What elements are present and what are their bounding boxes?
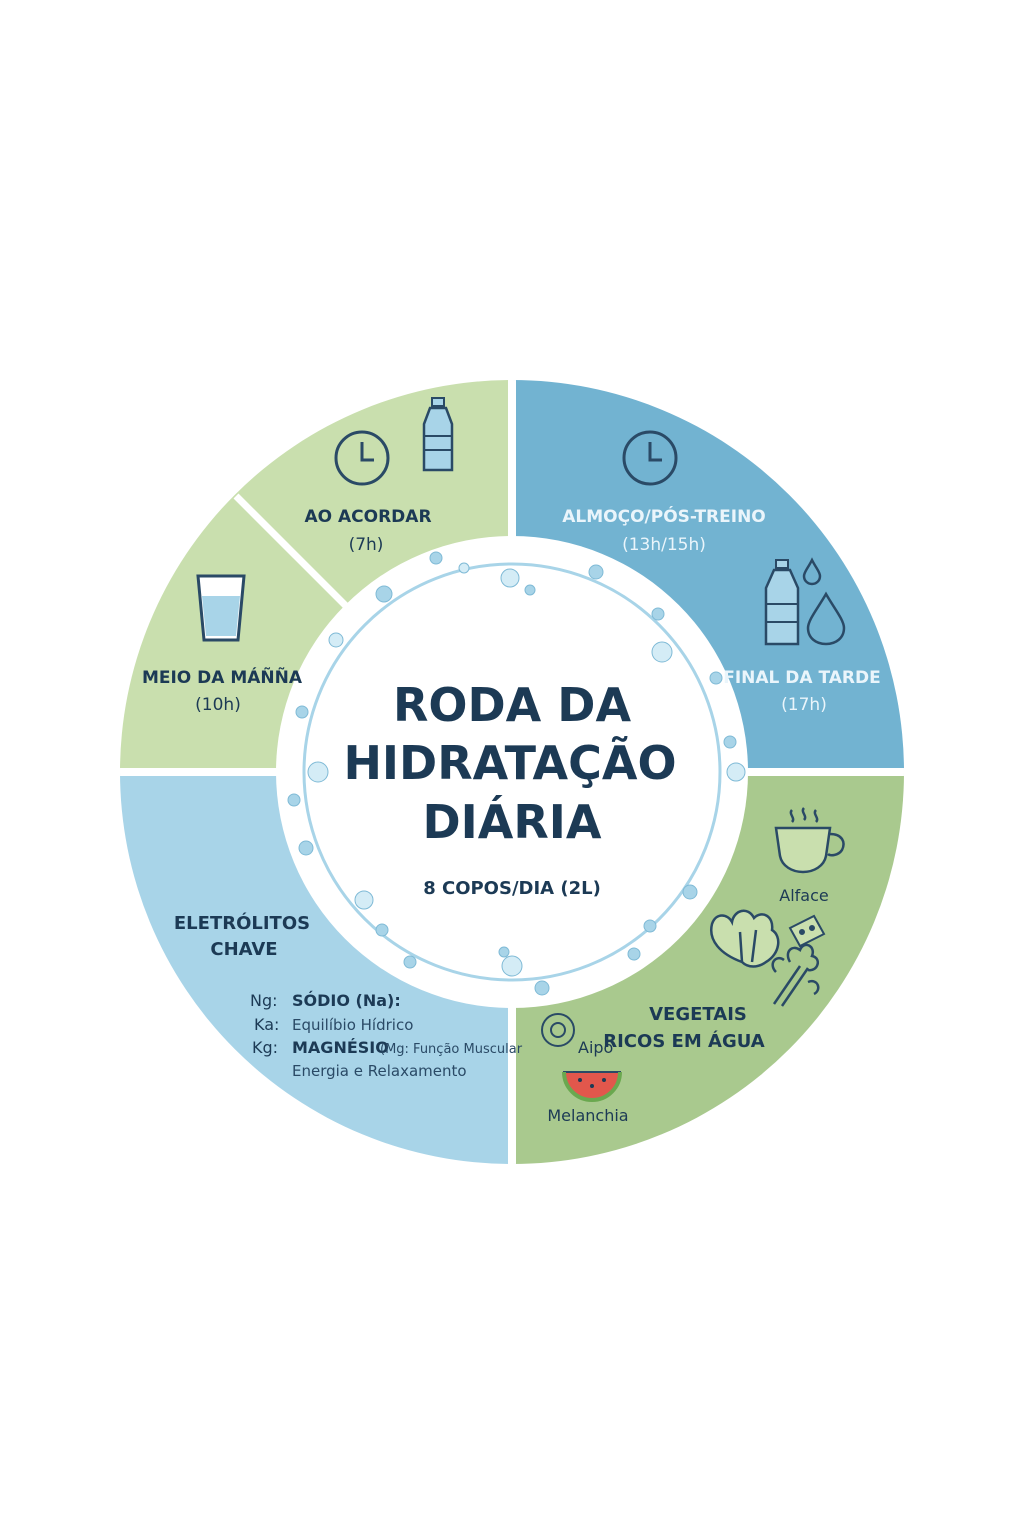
- center-ring: [302, 562, 722, 982]
- water-drop-icon: [802, 557, 846, 646]
- vegetais-label-2: RICOS EM ÁGUA: [603, 1030, 765, 1052]
- clock-icon: [334, 430, 390, 486]
- final-da-tarde-time: (17h): [781, 695, 827, 715]
- electrolyte-symbol: Ka:: [254, 1015, 279, 1034]
- electrolyte-name: MAGNÉSIO: [292, 1038, 389, 1057]
- cucumber-slice-icon: [541, 1013, 575, 1047]
- electrolyte-name: SÓDIO (Na):: [292, 991, 401, 1010]
- electrolyte-desc: Equilíbio Hídrico: [292, 1016, 413, 1034]
- water-bottle-icon: [422, 397, 454, 472]
- meio-da-manha-time: (10h): [195, 695, 241, 715]
- ao-acordar-label: AO ACORDAR: [304, 507, 431, 527]
- water-bottle-icon: [764, 559, 800, 646]
- ao-acordar-time: (7h): [349, 535, 384, 555]
- lettuce-icon: [709, 909, 780, 968]
- title-line-3: DIÁRIA: [422, 795, 601, 849]
- electrolyte-desc: Energia e Relaxamento: [292, 1062, 467, 1080]
- aipo-label: Aipo: [578, 1038, 613, 1057]
- eletrolitos-label-2: CHAVE: [210, 939, 277, 960]
- alface-label: Alface: [779, 886, 828, 905]
- final-da-tarde-label: FINAL DA TARDE: [723, 668, 881, 688]
- almoco-label: ALMOÇO/PÓS-TREINO: [562, 505, 766, 527]
- cucumber-icon: [788, 914, 826, 948]
- vegetais-label-1: VEGETAIS: [649, 1004, 747, 1025]
- meio-da-manha-label: MEIO DA MÁÑÑA: [142, 665, 303, 688]
- watermelon-icon: [562, 1071, 622, 1102]
- electrolyte-desc: (Mg: Função Muscular: [380, 1042, 523, 1057]
- bubbles: [287, 551, 746, 996]
- water-glass-icon: [196, 574, 246, 642]
- title-line-1: RODA DA: [393, 678, 632, 732]
- tea-cup-icon: [774, 807, 845, 874]
- melancia-label: Melanchia: [547, 1106, 628, 1125]
- electrolyte-symbol: Ng:: [250, 991, 278, 1010]
- center-circle: [276, 536, 748, 1008]
- electrolyte-symbol: Kg:: [252, 1038, 278, 1057]
- clock-icon: [622, 430, 678, 486]
- celery-icon: [771, 943, 820, 1007]
- title-line-2: HIDRATAÇÃO: [343, 735, 676, 790]
- almoco-time: (13h/15h): [622, 535, 706, 555]
- eletrolitos-label-1: ELETRÓLITOS: [174, 912, 310, 934]
- subtitle: 8 COPOS/DIA (2L): [423, 878, 601, 899]
